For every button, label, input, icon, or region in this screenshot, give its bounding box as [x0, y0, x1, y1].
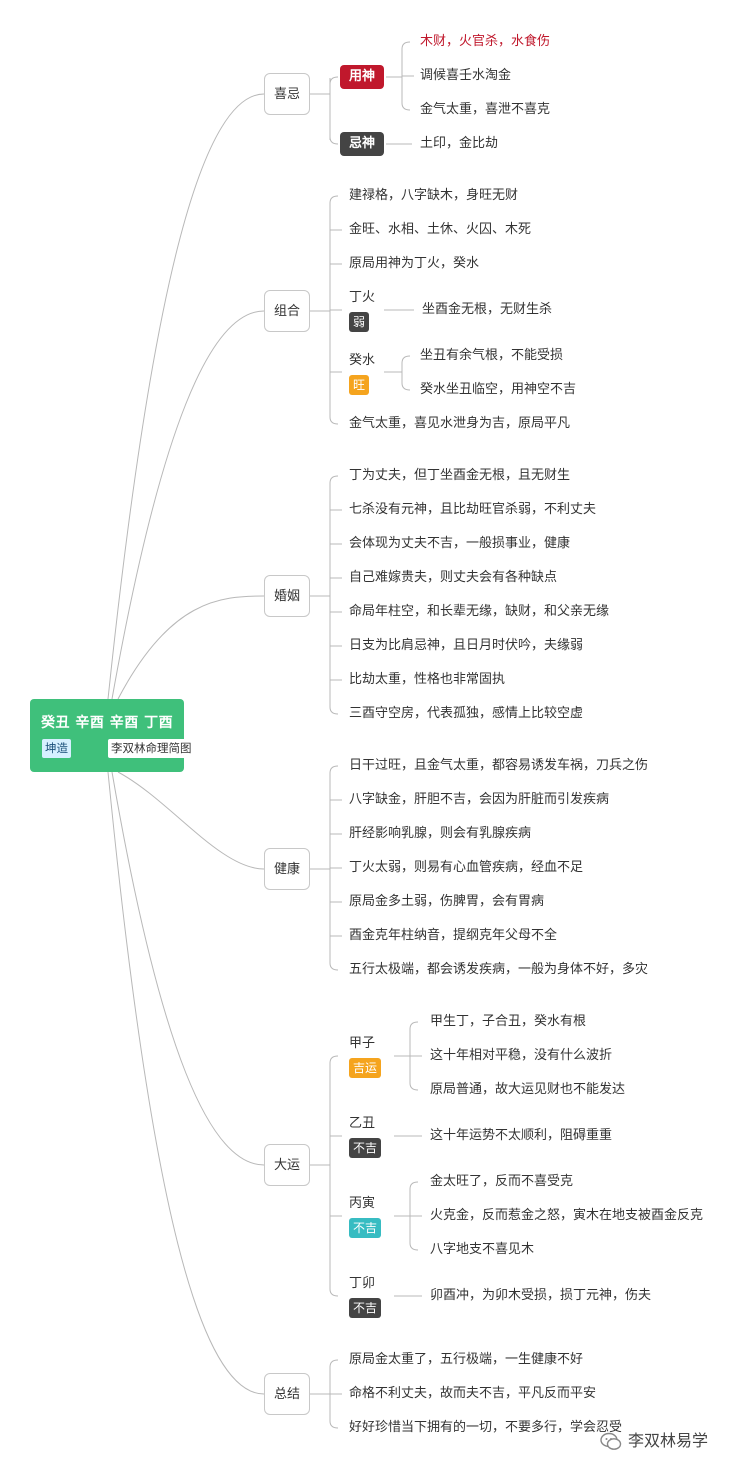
jiankang-item: 酉金克年柱纳音，提纲克年父母不全: [349, 928, 558, 943]
jiankang-item: 日干过旺，且金气太重，都容易诱发车祸，刀兵之伤: [349, 758, 649, 773]
hunyin-item: 会体现为丈夫不吉，一般损事业，健康: [349, 536, 571, 551]
zuhe-item: 建禄格，八字缺木，身旺无财: [349, 188, 519, 203]
hunyin-item: 三酉守空房，代表孤独，感情上比较空虚: [349, 706, 584, 721]
section-zongjie: 总结: [264, 1373, 310, 1415]
hunyin-item: 七杀没有元神，且比劫旺官杀弱，不利丈夫: [349, 502, 597, 517]
jiankang-item: 八字缺金，肝胆不吉，会因为肝脏而引发疾病: [349, 792, 610, 807]
dayun-period-badge: 吉运: [349, 1058, 381, 1078]
dayun-item: 原局普通，故大运见财也不能发达: [430, 1082, 626, 1097]
root-tag-gender: 坤造: [42, 739, 71, 758]
dayun-period-name: 丙寅: [349, 1196, 376, 1211]
dayun-period-badge: 不吉: [349, 1138, 381, 1158]
hunyin-item: 比劫太重，性格也非常固执: [349, 672, 506, 687]
zuhe-item: 金旺、水相、土休、火囚、木死: [349, 222, 532, 237]
watermark-text: 李双林易学: [628, 1431, 709, 1450]
hunyin-item: 日支为比肩忌神，且日月时伏吟，夫缘弱: [349, 638, 584, 653]
jiankang-item: 原局金多土弱，伤脾胃，会有胃病: [349, 894, 545, 909]
yongshen-item: 金气太重，喜泄不喜克: [420, 102, 551, 117]
dayun-item: 甲生丁，子合丑，癸水有根: [430, 1014, 587, 1029]
jiankang-item: 丁火太弱，则易有心血管疾病，经血不足: [349, 860, 584, 875]
dayun-item: 八字地支不喜见木: [430, 1242, 535, 1257]
dayun-period-name: 甲子: [349, 1036, 376, 1051]
root-title: 癸丑 辛酉 辛酉 丁酉: [41, 715, 174, 731]
hunyin-item: 丁为丈夫，但丁坐酉金无根，且无财生: [349, 468, 571, 483]
section-dayun: 大运: [264, 1144, 310, 1186]
wechat-icon: [600, 1432, 622, 1450]
zongjie-item: 原局金太重了，五行极端，一生健康不好: [349, 1352, 584, 1367]
hunyin-item: 命局年柱空，和长辈无缘，缺财，和父亲无缘: [349, 604, 610, 619]
jiankang-item: 五行太极端，都会诱发疾病，一般为身体不好，多灾: [349, 962, 649, 977]
jishen-item: 土印，金比劫: [420, 136, 499, 151]
dayun-period-badge: 不吉: [349, 1218, 381, 1238]
dayun-item: 这十年相对平稳，没有什么波折: [430, 1048, 613, 1063]
dayun-period-badge: 不吉: [349, 1298, 381, 1318]
dinghuo-name: 丁火: [349, 290, 376, 305]
zongjie-item: 好好珍惜当下拥有的一切，不要多行，学会忍受: [349, 1420, 623, 1435]
jishen-badge: 忌神: [340, 132, 384, 156]
guishui-name: 癸水: [349, 353, 376, 368]
section-xiji: 喜忌: [264, 73, 310, 115]
yongshen-item: 调候喜壬水淘金: [420, 68, 512, 83]
dayun-item: 火克金，反而惹金之怒，寅木在地支被酉金反克: [430, 1208, 704, 1223]
dayun-period-name: 乙丑: [349, 1116, 376, 1131]
dinghuo-badge: 弱: [349, 312, 369, 332]
hunyin-item: 自己难嫁贵夫，则丈夫会有各种缺点: [349, 570, 558, 585]
root-node: 癸丑 辛酉 辛酉 丁酉 坤造 李双林命理简图: [30, 699, 195, 772]
dayun-item: 金太旺了，反而不喜受克: [430, 1174, 574, 1189]
dayun-period-name: 丁卯: [349, 1276, 376, 1291]
guishui-item: 坐丑有余气根，不能受损: [420, 348, 564, 363]
root-tag-author: 李双林命理简图: [108, 739, 195, 758]
zuhe-item: 原局用神为丁火，癸水: [349, 256, 480, 271]
guishui-item: 癸水坐丑临空，用神空不吉: [420, 382, 577, 397]
dayun-item: 卯酉冲，为卯木受损，损丁元神，伤夫: [430, 1288, 652, 1303]
section-hunyin: 婚姻: [264, 575, 310, 617]
section-jiankang: 健康: [264, 848, 310, 890]
zongjie-item: 命格不利丈夫，故而夫不吉，平凡反而平安: [349, 1386, 597, 1401]
zuhe-item: 金气太重，喜见水泄身为吉，原局平凡: [349, 416, 571, 431]
jiankang-item: 肝经影响乳腺，则会有乳腺疾病: [349, 826, 532, 841]
yongshen-badge: 用神: [340, 65, 384, 89]
dayun-item: 这十年运势不太顺利，阻碍重重: [430, 1128, 613, 1143]
yongshen-item: 木财，火官杀，水食伤: [420, 34, 551, 49]
section-zuhe: 组合: [264, 290, 310, 332]
dinghuo-item: 坐酉金无根，无财生杀: [422, 302, 553, 317]
guishui-badge: 旺: [349, 375, 369, 395]
